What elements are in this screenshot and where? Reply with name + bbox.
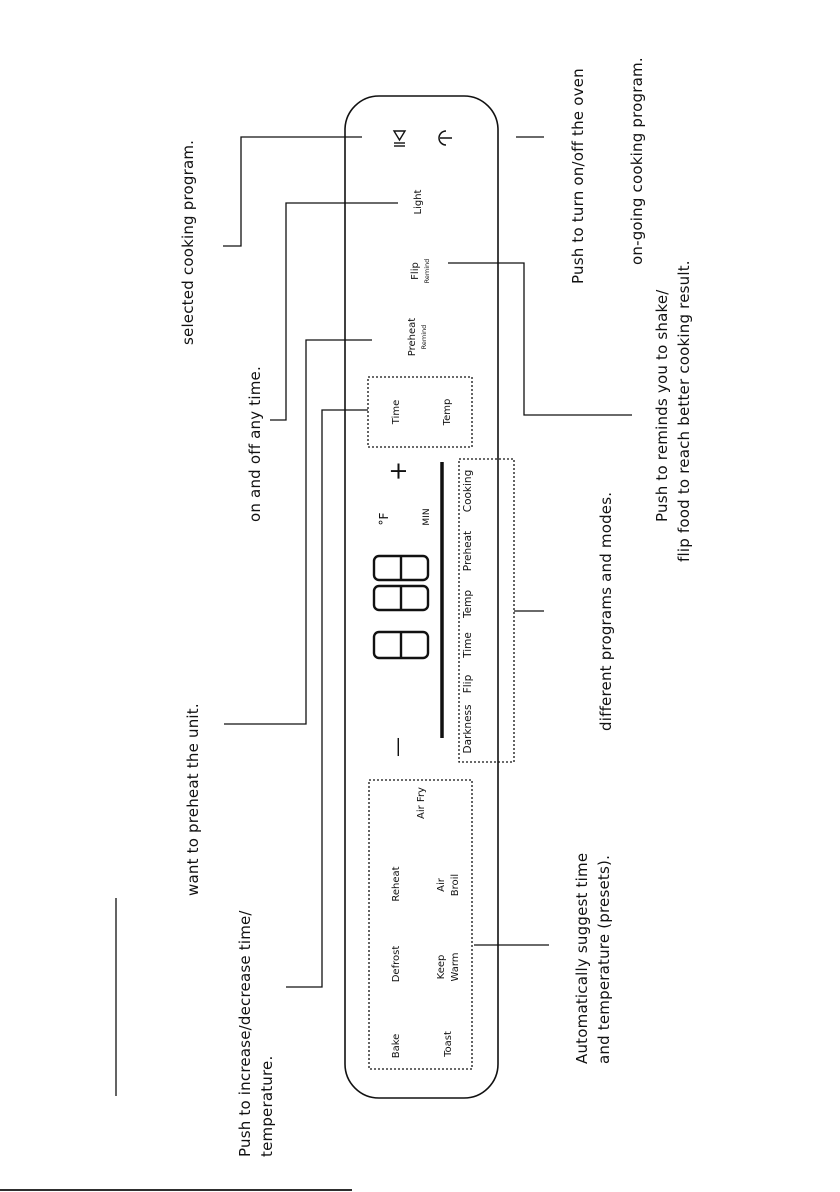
preset-toast[interactable]: Toast xyxy=(442,1022,458,1066)
leader-flip xyxy=(448,262,632,416)
annotation-ongoing-text: on-going cooking program. xyxy=(628,57,646,265)
status-cooking: Cooking xyxy=(461,466,479,516)
time-label: Time xyxy=(391,399,402,425)
preset-defrost-label: Defrost xyxy=(391,945,402,983)
status-preheat: Preheat xyxy=(461,524,479,578)
preset-reheat[interactable]: Reheat xyxy=(390,858,406,910)
annotation-increase-decrease-line1: Push to increase/decrease time/ xyxy=(236,910,254,1157)
seven-segment-display xyxy=(372,554,430,660)
annotation-flip: Push to reminds you to shake/ flip food … xyxy=(652,260,700,562)
temp-button[interactable]: Temp xyxy=(441,392,457,432)
flip-remind-button[interactable]: Flip Remind xyxy=(409,246,439,296)
power-icon xyxy=(438,130,452,146)
annotation-preheat: want to preheat the unit. xyxy=(183,676,207,896)
status-preheat-label: Preheat xyxy=(462,530,474,572)
control-panel-outline xyxy=(344,95,499,1099)
plus-button[interactable]: + xyxy=(384,458,412,484)
preheat-remind-button[interactable]: Preheat Remind xyxy=(406,309,436,365)
preset-reheat-label: Reheat xyxy=(391,866,402,902)
preset-air-broil-label-2: Broil xyxy=(449,873,461,897)
status-darkness: Darkness xyxy=(461,699,479,759)
preset-bake-label: Bake xyxy=(391,1033,402,1059)
status-cooking-label: Cooking xyxy=(462,469,474,513)
leader-light xyxy=(270,202,398,421)
unit-fahrenheit-label: °F xyxy=(377,512,391,526)
status-darkness-label: Darkness xyxy=(462,704,474,754)
annotation-presets: Automatically suggest time and temperatu… xyxy=(572,824,620,1064)
light-button[interactable]: Light xyxy=(412,177,428,227)
annotation-selected-program-text: selected cooking program. xyxy=(179,139,197,345)
status-time: Time xyxy=(461,627,479,663)
time-temp-box xyxy=(367,376,473,448)
preset-keep-warm[interactable]: Keep Warm xyxy=(435,945,465,989)
annotation-power: Push to turn on/off the oven xyxy=(568,24,616,284)
preset-keep-warm-label-2: Warm xyxy=(449,952,461,982)
leader-play-pause xyxy=(223,136,362,247)
preset-bake[interactable]: Bake xyxy=(390,1026,406,1066)
annotation-on-off-text: on and off any time. xyxy=(246,366,264,522)
preset-air-broil[interactable]: Air Broil xyxy=(435,863,465,907)
preset-keep-warm-label-1: Keep xyxy=(436,954,447,980)
preset-air-fry[interactable]: Air Fry xyxy=(415,779,429,827)
play-pause-icon xyxy=(392,130,407,147)
unit-fahrenheit: °F xyxy=(376,506,394,532)
preset-air-broil-label-1: Air xyxy=(436,878,447,892)
unit-minutes-label: MIN xyxy=(422,508,432,526)
annotation-programs: different programs and modes. xyxy=(596,491,620,731)
time-button[interactable]: Time xyxy=(390,392,406,432)
annotation-flip-line1: Push to reminds you to shake/ xyxy=(653,289,671,522)
annotation-presets-line2: and temperature (presets). xyxy=(594,854,613,1064)
status-temp-label: Temp xyxy=(462,590,474,618)
annotation-ongoing: on-going cooking program. xyxy=(627,35,651,265)
status-flip: Flip xyxy=(461,669,479,699)
annotation-presets-line1: Automatically suggest time xyxy=(573,852,591,1064)
temp-label: Temp xyxy=(442,398,453,426)
preheat-remind-sublabel: Remind xyxy=(419,324,428,350)
leader-time-temp xyxy=(286,409,368,988)
annotation-flip-line2: flip food to reach better cooking result… xyxy=(674,260,693,562)
preset-defrost[interactable]: Defrost xyxy=(390,936,406,992)
annotation-programs-text: different programs and modes. xyxy=(597,491,615,731)
status-temp: Temp xyxy=(461,586,479,622)
annotation-preheat-text: want to preheat the unit. xyxy=(184,703,202,896)
annotation-on-off: on and off any time. xyxy=(245,362,269,522)
flip-remind-sublabel: Remind xyxy=(422,258,431,284)
flip-label: Flip xyxy=(410,262,421,280)
status-flip-label: Flip xyxy=(462,674,474,694)
preset-toast-label: Toast xyxy=(443,1031,454,1057)
preheat-label: Preheat xyxy=(407,317,418,357)
leader-preheat xyxy=(224,339,372,725)
annotation-power-line1: Push to turn on/off the oven xyxy=(569,68,587,284)
annotation-increase-decrease-line2: temperature. xyxy=(257,1055,276,1157)
preset-air-fry-label: Air Fry xyxy=(416,787,427,819)
light-label: Light xyxy=(413,189,424,215)
unit-minutes: MIN xyxy=(421,502,435,532)
annotation-increase-decrease: Push to increase/decrease time/ temperat… xyxy=(235,877,285,1157)
minus-button[interactable]: — xyxy=(385,734,411,760)
annotation-selected-program: selected cooking program. xyxy=(178,125,202,345)
plus-icon: + xyxy=(384,460,412,482)
minus-icon: — xyxy=(385,737,409,757)
status-box xyxy=(458,458,515,763)
status-time-label: Time xyxy=(462,632,474,658)
